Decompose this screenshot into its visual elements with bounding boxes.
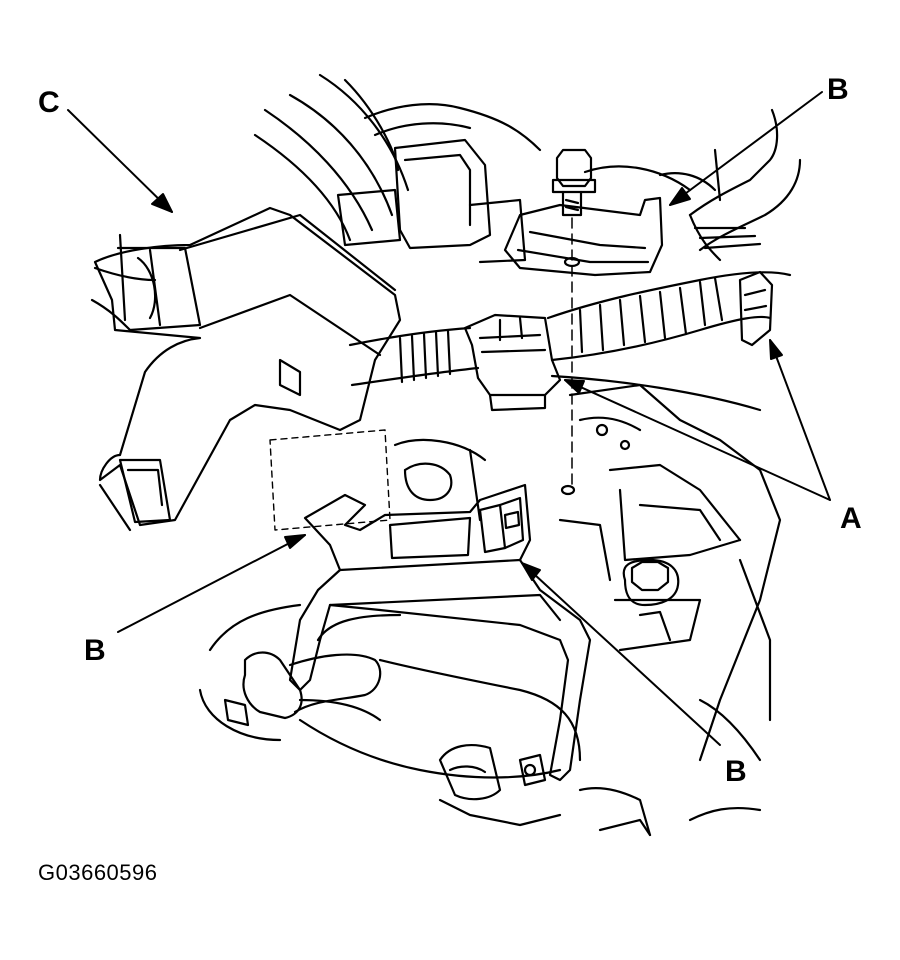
main-harness	[350, 272, 790, 410]
bottom-components	[440, 745, 650, 835]
upper-hoses	[255, 75, 540, 240]
label-b-top: B	[827, 73, 849, 106]
bolt	[553, 150, 595, 494]
cover-c	[92, 208, 400, 530]
engine-block-right	[560, 385, 780, 820]
figure-id: G03660596	[38, 860, 158, 885]
upper-bracket	[505, 166, 690, 275]
lower-hose	[200, 605, 580, 778]
label-b-left: B	[84, 634, 106, 667]
label-b-bottom: B	[725, 755, 747, 788]
label-a: A	[840, 502, 862, 535]
leader-lines	[68, 92, 830, 745]
lower-bracket	[290, 485, 590, 780]
label-c: C	[38, 86, 60, 119]
lower-housing	[270, 430, 485, 530]
right-clip	[740, 272, 772, 345]
harness-connector	[465, 315, 560, 410]
upper-connector	[338, 140, 525, 262]
right-harness	[660, 110, 800, 260]
